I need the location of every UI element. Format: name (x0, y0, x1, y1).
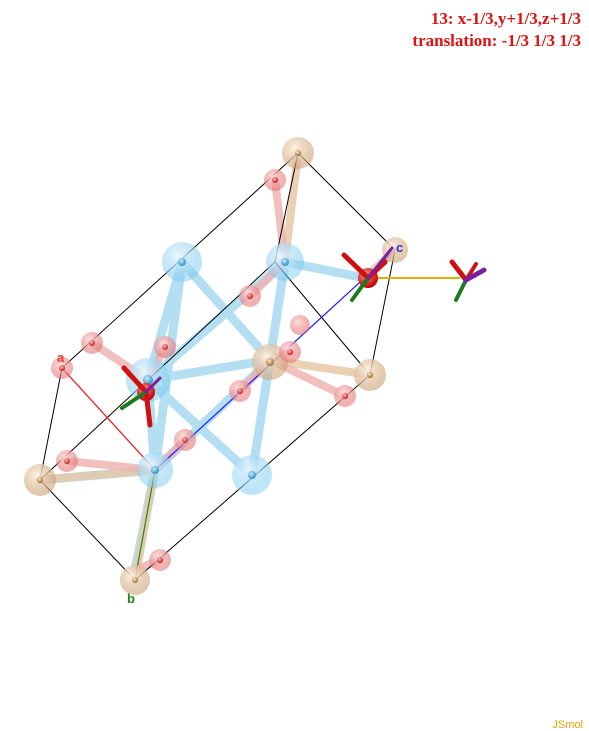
symop-marker-target (341, 246, 394, 302)
translation-label: translation: -1/3 1/3 1/3 (412, 31, 581, 50)
atom-red-core (287, 349, 293, 355)
atom-red-core (59, 365, 65, 371)
cell-axes (61, 249, 396, 581)
atom-red-core (247, 293, 253, 299)
viewer-watermark: JSmol (552, 719, 583, 731)
symop-axis-gizmo (449, 259, 487, 302)
atom-red-shell (290, 315, 310, 335)
atom-tan-core (37, 477, 43, 483)
atom-blue-core (281, 258, 289, 266)
atom-blue-core (143, 375, 153, 385)
atom-red-core (89, 340, 95, 346)
axis-a-line (61, 367, 156, 471)
axis-c-label: c (396, 240, 403, 255)
atom-red-core (182, 437, 188, 443)
atom-tan-shell (382, 237, 408, 263)
atom-red-core (157, 557, 163, 563)
atom-red-core (162, 344, 168, 350)
symmetry-operation-label: 13: x-1/3,y+1/3,z+1/3 (430, 9, 581, 28)
atom-blue-core (178, 258, 186, 266)
symmetry-operation-info: 13: x-1/3,y+1/3,z+1/3 translation: -1/3 … (412, 8, 581, 52)
axis-a-label: a (57, 350, 65, 365)
atom-tan-core (295, 150, 301, 156)
atom-tan-core (367, 372, 373, 378)
atom-blue-core (248, 471, 256, 479)
symop-marker-origin (120, 365, 162, 428)
axis-b-line (134, 469, 156, 581)
atoms-cores (37, 150, 373, 583)
atom-red-core (64, 458, 70, 464)
atom-red-core (342, 393, 348, 399)
axis-b-label: b (127, 591, 135, 606)
atom-blue-core (151, 466, 159, 474)
atom-red-core (272, 177, 278, 183)
atom-red-core (237, 388, 243, 394)
atom-tan-core (266, 358, 274, 366)
bonds (35, 149, 399, 584)
atom-tan-core (132, 577, 138, 583)
